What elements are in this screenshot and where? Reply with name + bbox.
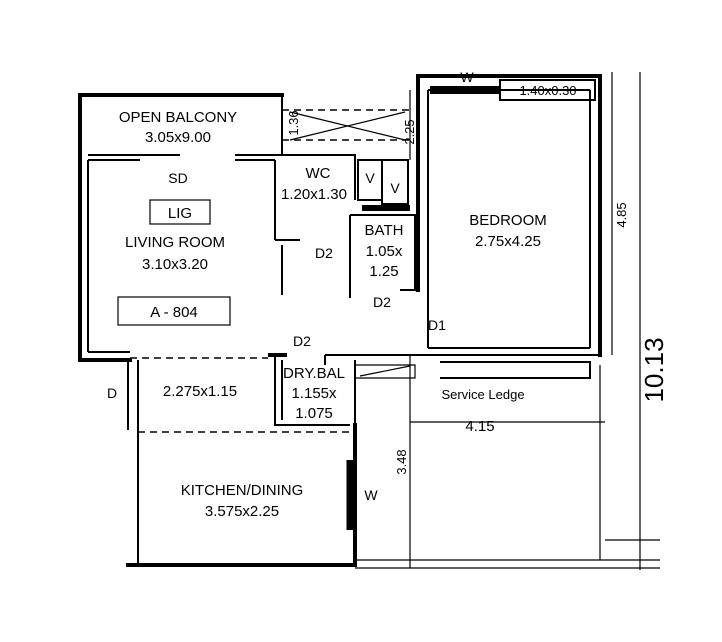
unit-number: A - 804 [150,304,198,321]
passage-dashed-line [130,357,350,433]
wc-door-label: D2 [315,245,333,261]
open-balcony-size: 3.05x9.00 [145,129,211,146]
vent-2-label: V [390,180,400,196]
dry-balcony-size-2: 1.075 [295,405,333,422]
balcony-cross [289,111,406,141]
vent-1-label: V [365,170,375,186]
service-ledge-box [440,361,591,379]
passage-size: 2.275x1.15 [163,383,237,400]
vent-shaft-2 [381,159,409,205]
dry-balcony-size-1: 1.155x [291,385,337,402]
bedroom-window-box [499,79,596,101]
dry-bal-window [354,364,416,379]
bath-door-label: D2 [373,294,391,310]
passage-left-wall [127,360,139,565]
kitchen-name: KITCHEN/DINING [181,482,304,499]
balcony-dashed [282,109,410,141]
dry-bal-walls [274,355,356,426]
lig-tag-box [149,199,211,225]
lower-right-lines [355,365,660,569]
bedroom-window-label: W [460,69,474,85]
entrance-door-label: D [107,385,117,401]
living-room-size: 3.10x3.20 [142,256,208,273]
unit-number-box [117,296,231,326]
bedroom-window-size: 1.40x0.30 [519,83,576,98]
bedroom-size: 2.75x4.25 [475,233,541,250]
service-ledge-label: Service Ledge [441,387,524,402]
dim-1013: 10.13 [639,337,669,402]
living-room-name: LIVING ROOM [125,234,225,251]
kitchen-size: 3.575x2.25 [205,503,279,520]
kitchen-window-label: W [364,487,378,503]
dim-225: 2.25 [402,119,417,144]
lig-tag: LIG [168,205,192,222]
bedroom-bottom-wall [325,347,600,356]
wc-top-wall [282,154,356,200]
open-balcony-name: OPEN BALCONY [119,109,237,126]
bath-size-1: 1.05x [366,243,403,260]
dim-136: 1.36 [286,110,301,135]
bedroom-door-label: D1 [428,317,446,333]
bath-size-2: 1.25 [369,263,398,280]
bath-name: BATH [365,222,404,239]
dim-485: 4.85 [614,202,629,227]
kitchen-walls [126,423,357,567]
dry-balcony-name: DRY.BAL [283,365,345,382]
wc-name: WC [306,165,331,182]
wc-left-wall [274,160,300,295]
bedroom-name: BEDROOM [469,212,547,229]
living-bottom-wall [78,353,287,362]
sd-label: SD [168,170,187,186]
walls [78,74,660,569]
living-door-label: D2 [293,333,311,349]
wc-size: 1.20x1.30 [281,186,347,203]
dimension-lines [281,72,641,570]
dim-415: 4.15 [465,418,494,435]
dim-348: 3.48 [394,449,409,474]
